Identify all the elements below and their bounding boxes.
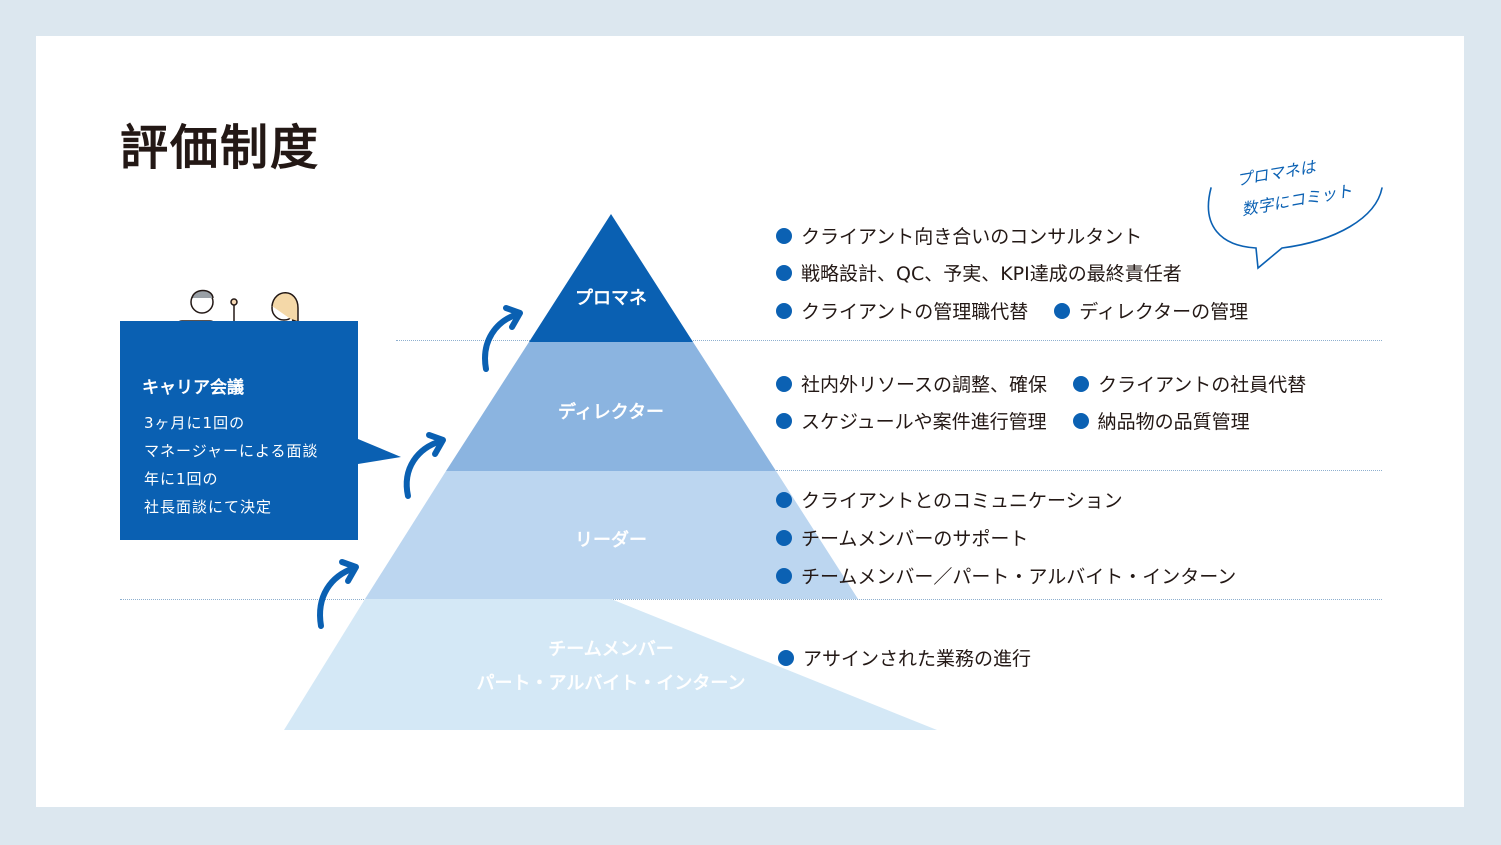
- leader-row-1: クライアントとのコミュニケーション: [776, 486, 1149, 513]
- member-row-1: アサインされた業務の進行: [778, 644, 1057, 671]
- career-line: 年に1回の: [144, 470, 219, 488]
- bullet-dot-icon: [776, 529, 792, 546]
- tier-label-line: パート・アルバイト・インターン: [476, 673, 746, 694]
- bullet-dot-icon: [776, 227, 792, 244]
- bullet-dot-icon: [776, 412, 792, 429]
- pyramid-tier-director: [446, 342, 776, 471]
- tier-label-line: リーダー: [575, 530, 647, 551]
- bullet-dot-icon: [776, 264, 792, 281]
- pyramid-tier-promane: [529, 214, 693, 342]
- separator-line-1: [396, 340, 1382, 341]
- slide-card: 評価制度: [36, 36, 1464, 807]
- list-item: ディレクターの管理: [1054, 297, 1248, 324]
- career-meeting-box: キャリア会議 3ヶ月に1回の マネージャーによる面談 年に1回の 社長面談にて決…: [120, 321, 358, 540]
- pyramid-tier-member: [284, 599, 937, 730]
- list-item: 社内外リソースの調整、確保: [776, 370, 1047, 397]
- career-meeting-body: 3ヶ月に1回の マネージャーによる面談 年に1回の 社長面談にて決定: [144, 409, 319, 521]
- bullet-dot-icon: [776, 567, 792, 584]
- curved-arrow-icon: [317, 559, 359, 629]
- bullet-dot-icon: [1073, 375, 1090, 392]
- list-item: 納品物の品質管理: [1072, 407, 1250, 434]
- list-item: クライアントとのコミュニケーション: [776, 486, 1123, 513]
- bullet-dot-icon: [776, 375, 792, 392]
- career-meeting-title: キャリア会議: [142, 378, 244, 398]
- list-item: チームメンバーのサポート: [776, 524, 1028, 551]
- separator-line-2: [776, 470, 1382, 471]
- bullet-dot-icon: [776, 491, 792, 508]
- pyramid-diagram: [175, 187, 1383, 730]
- promane-row-3: クライアントの管理職代替 ディレクターの管理: [776, 297, 1274, 324]
- career-line: 3ヶ月に1回の: [144, 414, 246, 432]
- bullet-dot-icon: [1054, 302, 1071, 319]
- speech-bubble-icon: [1207, 187, 1383, 270]
- director-row-2: スケジュールや案件進行管理 納品物の品質管理: [776, 407, 1276, 434]
- list-item: 戦略設計、QC、予実、KPI達成の最終責任者: [776, 259, 1182, 286]
- list-item: チームメンバー／パート・アルバイト・インターン: [776, 562, 1236, 589]
- tier-label-director: ディレクター: [511, 396, 711, 430]
- career-line: マネージャーによる面談: [144, 442, 319, 460]
- list-item: アサインされた業務の進行: [778, 644, 1031, 671]
- page-title: 評価制度: [120, 120, 321, 176]
- curved-arrow-icon: [482, 305, 523, 372]
- bullet-dot-icon: [778, 649, 794, 666]
- tier-label-promane: プロマネ: [511, 282, 711, 316]
- tier-label-member: チームメンバー パート・アルバイト・インターン: [441, 633, 781, 701]
- separator-line-3: [120, 599, 1382, 600]
- pyramid-tier-leader: [365, 471, 858, 599]
- tier-label-line: ディレクター: [557, 402, 665, 423]
- director-row-1: 社内外リソースの調整、確保 クライアントの社員代替: [776, 370, 1332, 397]
- promane-row-1: クライアント向き合いのコンサルタント: [776, 222, 1168, 249]
- tier-label-line: プロマネ: [575, 288, 647, 309]
- tier-label-line: チームメンバー: [548, 639, 674, 660]
- list-item: スケジュールや案件進行管理: [776, 407, 1047, 434]
- list-item: クライアントの管理職代替: [776, 297, 1028, 324]
- career-callout-pointer: [358, 439, 401, 464]
- career-line: 社長面談にて決定: [144, 498, 273, 516]
- promane-row-2: 戦略設計、QC、予実、KPI達成の最終責任者: [776, 259, 1208, 286]
- list-item: クライアントの社員代替: [1073, 370, 1306, 397]
- bullet-dot-icon: [776, 302, 792, 319]
- list-item: クライアント向き合いのコンサルタント: [776, 222, 1142, 249]
- curved-arrow-icon: [403, 432, 446, 499]
- leader-row-2: チームメンバーのサポート: [776, 524, 1054, 551]
- bullet-dot-icon: [1072, 412, 1089, 429]
- leader-row-3: チームメンバー／パート・アルバイト・インターン: [776, 562, 1262, 589]
- tier-label-leader: リーダー: [511, 524, 711, 558]
